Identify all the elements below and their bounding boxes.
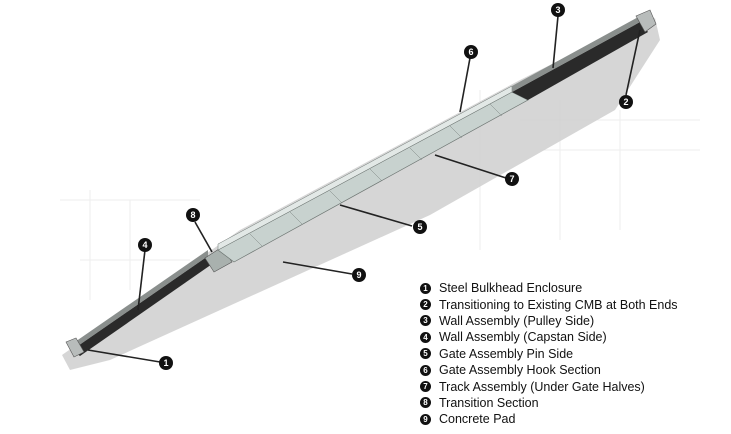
legend-badge: 5 xyxy=(420,348,431,360)
legend-item: 5 Gate Assembly Pin Side xyxy=(420,346,720,362)
legend-label: Steel Bulkhead Enclosure xyxy=(439,281,583,296)
legend-label: Wall Assembly (Capstan Side) xyxy=(439,330,607,345)
callout-8-num: 8 xyxy=(190,210,195,220)
legend-item: 2 Transitioning to Existing CMB at Both … xyxy=(420,296,720,312)
legend-item: 1 Steel Bulkhead Enclosure xyxy=(420,280,720,296)
upper-end-cap xyxy=(635,9,657,33)
legend: 1 Steel Bulkhead Enclosure 2 Transitioni… xyxy=(420,280,720,428)
callout-9: 9 xyxy=(352,268,366,282)
legend-badge: 9 xyxy=(420,413,431,425)
legend-item: 6 Gate Assembly Hook Section xyxy=(420,362,720,378)
legend-label: Gate Assembly Hook Section xyxy=(439,363,601,378)
callout-5-num: 5 xyxy=(417,222,422,232)
callout-6-num: 6 xyxy=(468,47,473,57)
legend-label: Track Assembly (Under Gate Halves) xyxy=(439,379,645,394)
gate-ribs xyxy=(249,103,503,247)
callout-6: 6 xyxy=(464,45,478,59)
legend-item: 4 Wall Assembly (Capstan Side) xyxy=(420,329,720,345)
legend-label: Gate Assembly Pin Side xyxy=(439,346,574,361)
legend-label: Transition Section xyxy=(439,395,539,410)
callout-4-num: 4 xyxy=(142,240,147,250)
legend-label: Transitioning to Existing CMB at Both En… xyxy=(439,297,678,312)
callout-3: 3 xyxy=(551,3,565,17)
legend-badge: 3 xyxy=(420,315,431,327)
leader-lines xyxy=(87,15,641,363)
legend-item: 8 Transition Section xyxy=(420,395,720,411)
callout-7-num: 7 xyxy=(509,174,514,184)
callout-3-num: 3 xyxy=(555,5,560,15)
legend-item: 9 Concrete Pad xyxy=(420,411,720,427)
legend-badge: 2 xyxy=(420,299,431,311)
legend-badge: 7 xyxy=(420,381,431,393)
legend-badge: 8 xyxy=(420,397,431,409)
wall-assembly-capstan xyxy=(72,256,215,356)
callout-1: 1 xyxy=(159,356,173,370)
legend-item: 7 Track Assembly (Under Gate Halves) xyxy=(420,378,720,394)
legend-item: 3 Wall Assembly (Pulley Side) xyxy=(420,313,720,329)
callout-7: 7 xyxy=(505,172,519,186)
callout-2-num: 2 xyxy=(623,97,628,107)
callout-1-num: 1 xyxy=(163,358,168,368)
legend-label: Wall Assembly (Pulley Side) xyxy=(439,313,595,328)
callout-5: 5 xyxy=(413,220,427,234)
steel-bulkhead-enclosure xyxy=(65,337,85,358)
wall-assembly-pulley xyxy=(512,22,648,100)
legend-label: Concrete Pad xyxy=(439,412,516,427)
legend-badge: 1 xyxy=(420,282,431,294)
callout-4: 4 xyxy=(138,238,152,252)
callout-2: 2 xyxy=(619,95,633,109)
callout-9-num: 9 xyxy=(356,270,361,280)
callout-8: 8 xyxy=(186,208,200,222)
legend-badge: 4 xyxy=(420,331,431,343)
legend-badge: 6 xyxy=(420,364,431,376)
